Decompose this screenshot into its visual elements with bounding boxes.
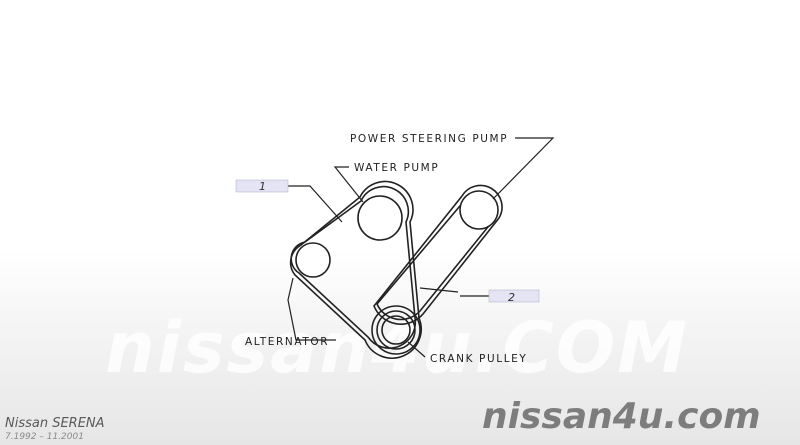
crank-pulley-label: CRANK PULLEY (430, 353, 527, 365)
water-pump-pulley (357, 195, 403, 241)
power-steering-pump-label: POWER STEERING PUMP (350, 133, 508, 145)
vehicle-model: Nissan SERENA (5, 416, 105, 431)
belt-1 (289, 180, 422, 359)
corner-watermark: nissan4u.com (482, 396, 761, 437)
callout-2: 2 (488, 289, 540, 304)
callout-2-number: 2 (508, 291, 515, 304)
water-pump-label: WATER PUMP (354, 162, 439, 174)
alternator-label: ALTERNATOR (245, 336, 329, 348)
power-steering-pulley (459, 190, 499, 230)
leader-lines (287, 137, 555, 358)
alternator-pulley (295, 242, 331, 278)
callout-1-number: 1 (259, 180, 266, 193)
callout-1: 1 (235, 179, 289, 193)
crank-pulley (371, 305, 421, 355)
vehicle-years: 7.1992 – 11.2001 (5, 432, 84, 442)
